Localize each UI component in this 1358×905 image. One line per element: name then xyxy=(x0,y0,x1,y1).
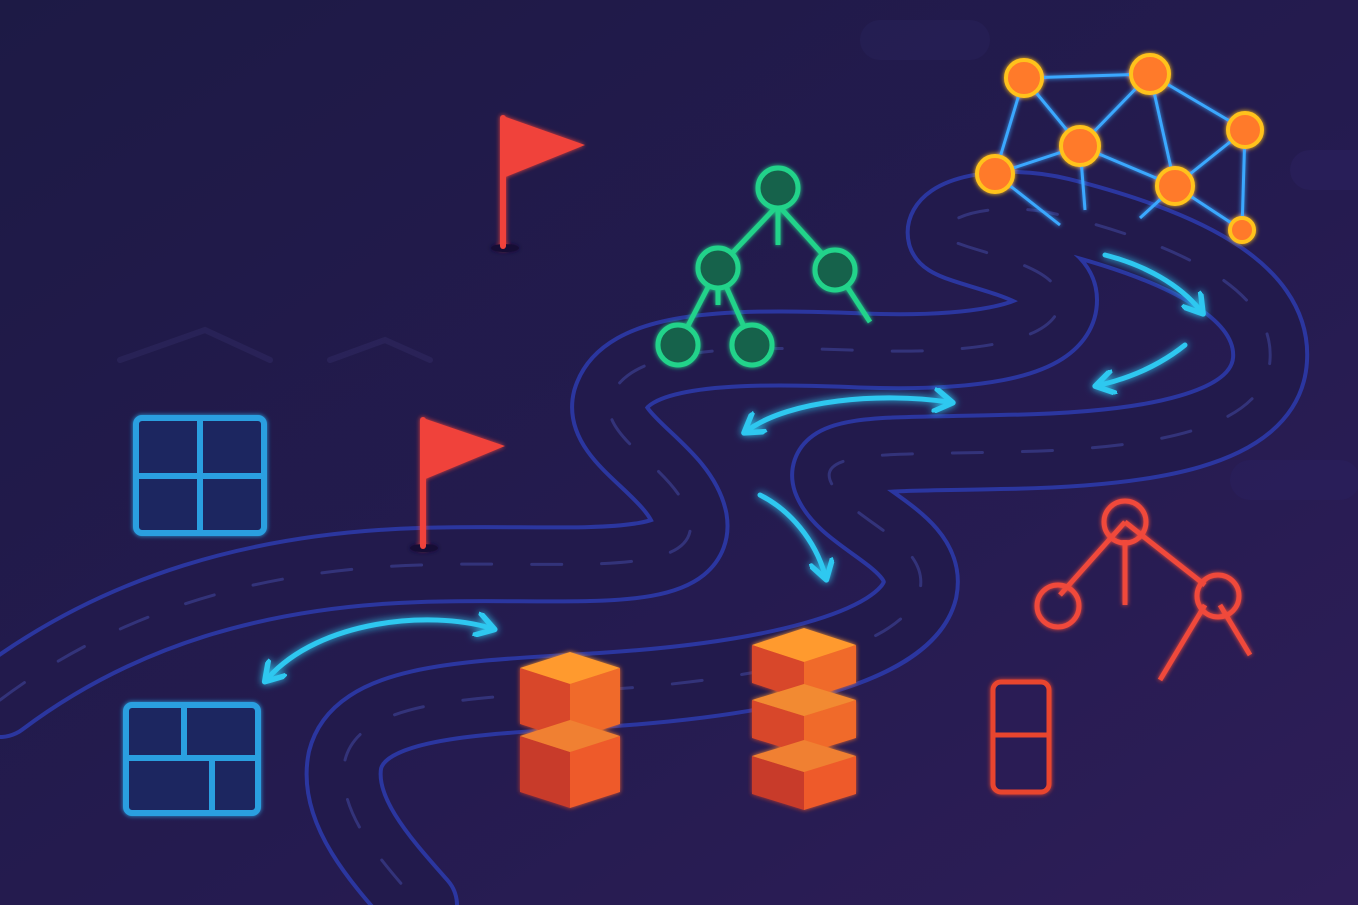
binary-tree-green-icon xyxy=(655,165,873,368)
vertical-box-icon xyxy=(990,679,1052,795)
binary-tree-red-icon xyxy=(1034,498,1253,682)
curved-arrow-icon xyxy=(1102,252,1200,310)
double-arrow-icon xyxy=(748,398,948,430)
flag-icon xyxy=(491,115,585,252)
grid-2x2-icon xyxy=(133,415,267,536)
curved-arrow-icon xyxy=(757,492,825,575)
arrows-layer xyxy=(268,252,1200,678)
background-decor xyxy=(117,20,1358,500)
winding-road xyxy=(0,169,1310,905)
network-graph-icon xyxy=(975,53,1264,244)
grid-bricks-icon xyxy=(123,702,261,816)
double-arrow-icon xyxy=(268,620,490,678)
flag-icon xyxy=(410,417,505,552)
stack-cubes-icon xyxy=(520,652,620,808)
stack-cubes-icon xyxy=(752,628,856,810)
curved-arrow-icon xyxy=(1100,342,1188,385)
